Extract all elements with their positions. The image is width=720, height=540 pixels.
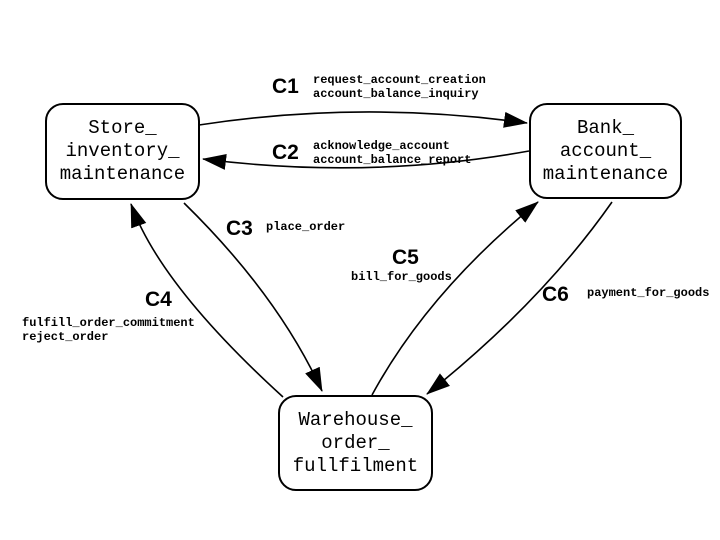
node-label-line: inventory_	[65, 140, 180, 162]
connector-c2-line	[202, 150, 530, 170]
connector-c6-messages: payment_for_goods	[587, 286, 709, 300]
message-label: account_balance_inquiry	[313, 87, 479, 101]
node-label-line: account_	[559, 139, 652, 162]
node-label-line: Warehouse_	[298, 408, 413, 431]
node-warehouse-order-fullfilment: Warehouse_ order_ fullfilment	[278, 395, 433, 491]
node-label-line: fullfilment	[292, 454, 419, 477]
connector-c6-line	[426, 201, 613, 395]
connector-c2-id: C2	[272, 141, 299, 164]
connector-c5-id: C5	[392, 246, 419, 269]
connector-c3-line	[183, 202, 323, 392]
node-label-line: maintenance	[542, 162, 669, 185]
connector-c6-id: C6	[542, 283, 569, 306]
connector-c1-messages: request_account_creation account_balance…	[313, 73, 486, 101]
message-label: place_order	[266, 220, 346, 234]
connector-c4-id: C4	[145, 288, 172, 311]
connector-c4-messages: fulfill_order_commitment reject_order	[22, 316, 195, 344]
connector-c3-id: C3	[226, 217, 253, 240]
connector-c1-id: C1	[272, 75, 299, 98]
node-bank-account-maintenance: Bank_ account_ maintenance	[529, 103, 682, 199]
node-label-line: Store_	[88, 117, 157, 139]
message-label: acknowledge_account	[313, 139, 450, 153]
message-label: reject_order	[22, 330, 109, 344]
node-label-line: maintenance	[59, 163, 186, 185]
node-store-inventory-maintenance: Store_ inventory_ maintenance	[45, 103, 200, 200]
connector-c3-messages: place_order	[266, 220, 345, 234]
message-label: request_account_creation	[313, 73, 486, 87]
message-label: fulfill_order_commitment	[22, 316, 195, 330]
connector-c1-line	[198, 111, 528, 128]
connector-c4-line	[130, 203, 284, 398]
connector-c2-messages: acknowledge_account account_balance_repo…	[313, 139, 471, 167]
node-label-line: order_	[321, 431, 390, 454]
message-label: bill_for_goods	[351, 270, 452, 284]
connector-c5-line	[371, 201, 539, 396]
node-label-line: Bank_	[576, 116, 634, 139]
message-label: payment_for_goods	[587, 286, 710, 300]
message-label: account_balance_report	[313, 153, 472, 167]
connector-c5-messages: bill_for_goods	[351, 270, 452, 284]
